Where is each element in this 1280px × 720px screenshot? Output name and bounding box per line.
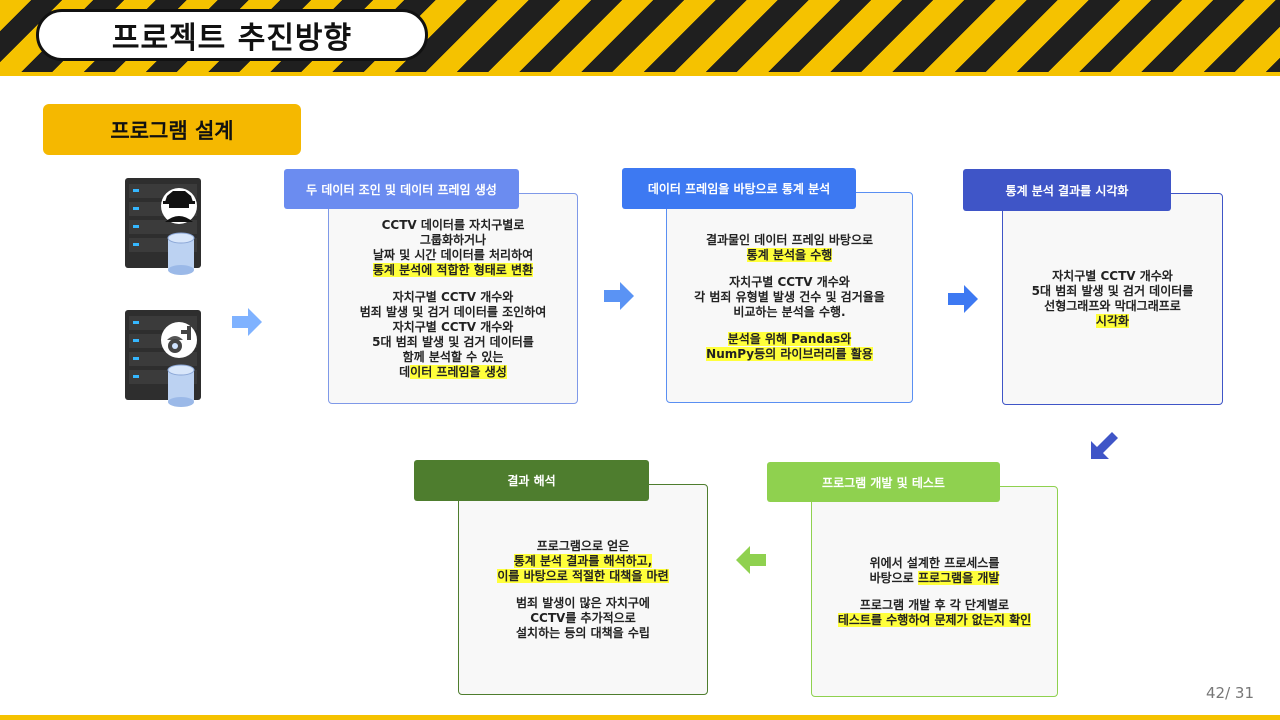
text-fragment: 데 <box>399 364 411 379</box>
join-paragraph-1: CCTV 데이터를 자치구별로 그룹화하거나 날짜 및 시간 데이터를 처리하여… <box>372 217 534 278</box>
arrow-left-icon <box>736 546 766 574</box>
highlighted-text: 이터 프레임을 생성 <box>410 364 507 379</box>
step-card-interpretation: 프로그램으로 얻은 통계 분석 결과를 해석하고, 이를 바탕으로 적절한 대책… <box>458 484 708 695</box>
stats-paragraph-3: 분석을 위해 Pandas와 NumPy등의 라이브러리를 활용 <box>706 332 873 362</box>
join-paragraph-2: 자치구별 CCTV 개수와 범죄 발생 및 검거 데이터를 조인하여 자치구별 … <box>359 289 547 380</box>
highlighted-text: 시각화 <box>1095 314 1130 328</box>
text-line: 각 범죄 유형별 발생 건수 및 검거율을 <box>694 290 885 304</box>
text-line: 프로그램으로 얻은 <box>536 538 630 553</box>
viz-paragraph-1: 자치구별 CCTV 개수와 5대 범죄 발생 및 검거 데이터를 선형그래프와 … <box>1031 269 1194 329</box>
section-label: 프로그램 설계 <box>43 104 301 155</box>
stats-paragraph-1: 결과물인 데이터 프레임 바탕으로 통계 분석을 수행 <box>706 233 873 263</box>
highlighted-text: 통계 분석 결과를 해석하고, <box>513 553 653 568</box>
text-line: 설치하는 등의 대책을 수립 <box>516 625 650 640</box>
text-line: 선형그래프와 막대그래프로 <box>1044 299 1181 313</box>
interp-paragraph-1: 프로그램으로 얻은 통계 분석 결과를 해석하고, 이를 바탕으로 적절한 대책… <box>497 538 669 584</box>
step-tab-interpretation: 결과 해석 <box>414 460 649 501</box>
stats-paragraph-2: 자치구별 CCTV 개수와 각 범죄 유형별 발생 건수 및 검거율을 비교하는… <box>694 275 885 320</box>
highlighted-text: NumPy등의 라이브러리를 활용 <box>706 347 873 361</box>
step-tab-viz: 통계 분석 결과를 시각화 <box>963 169 1171 211</box>
text-line: CCTV 데이터를 자치구별로 <box>381 217 525 232</box>
dev-paragraph-2: 프로그램 개발 후 각 단계별로 테스트를 수행하여 문제가 없는지 확인 <box>837 597 1032 628</box>
bottom-bar <box>0 715 1280 720</box>
arrow-right-icon <box>948 285 978 313</box>
text-line: 자치구별 CCTV 개수와 <box>392 319 514 334</box>
arrow-down-left-icon <box>1091 432 1118 459</box>
arrow-right-icon <box>232 308 262 336</box>
server-cctv-icon <box>125 310 201 407</box>
step-card-join: CCTV 데이터를 자치구별로 그룹화하거나 날짜 및 시간 데이터를 처리하여… <box>328 193 578 404</box>
text-line: 프로그램 개발 후 각 단계별로 <box>859 597 1010 612</box>
step-tab-dev-test: 프로그램 개발 및 테스트 <box>767 462 1000 502</box>
highlighted-text: 테스트를 수행하여 문제가 없는지 확인 <box>837 612 1032 627</box>
text-line: 그룹화하거나 <box>419 232 487 247</box>
step-tab-stats: 데이터 프레임을 바탕으로 통계 분석 <box>622 168 856 209</box>
dev-paragraph-1: 위에서 설계한 프로세스를 바탕으로 프로그램을 개발 <box>870 556 1000 586</box>
text-line: 결과물인 데이터 프레임 바탕으로 <box>705 233 874 247</box>
page-number: 42/ 31 <box>1206 684 1254 702</box>
text-line: 5대 범죄 발생 및 검거 데이터를 <box>1031 284 1194 298</box>
highlighted-text: 이를 바탕으로 적절한 대책을 마련 <box>497 568 669 583</box>
text-line: 날짜 및 시간 데이터를 처리하여 <box>372 247 534 262</box>
text-line: 자치구별 CCTV 개수와 <box>392 289 514 304</box>
step-card-dev-test: 위에서 설계한 프로세스를 바탕으로 프로그램을 개발 프로그램 개발 후 각 … <box>811 486 1058 697</box>
text-line: 위에서 설계한 프로세스를 <box>869 555 1000 570</box>
text-line: CCTV를 추가적으로 <box>530 610 636 625</box>
interp-paragraph-2: 범죄 발생이 많은 자치구에 CCTV를 추가적으로 설치하는 등의 대책을 수… <box>516 596 650 641</box>
highlighted-text: 분석을 위해 Pandas와 <box>727 332 852 346</box>
text-line: 자치구별 CCTV 개수와 <box>729 275 850 289</box>
text-fragment: 바탕으로 <box>869 570 918 585</box>
highlighted-text: 통계 분석을 수행 <box>746 248 833 262</box>
text-line: 자치구별 CCTV 개수와 <box>1052 269 1173 283</box>
text-line: 비교하는 분석을 수행. <box>733 305 846 319</box>
server-hacker-icon <box>125 178 201 275</box>
arrow-right-icon <box>604 282 634 310</box>
text-line: 범죄 발생 및 검거 데이터를 조인하여 <box>359 304 547 319</box>
step-tab-join: 두 데이터 조인 및 데이터 프레임 생성 <box>284 169 519 209</box>
highlighted-text: 통계 분석에 적합한 형태로 변환 <box>372 262 534 277</box>
step-card-viz: 자치구별 CCTV 개수와 5대 범죄 발생 및 검거 데이터를 선형그래프와 … <box>1002 193 1223 405</box>
page-title: 프로젝트 추진방향 <box>36 9 428 61</box>
text-line: 함께 분석할 수 있는 <box>402 349 504 364</box>
step-card-stats: 결과물인 데이터 프레임 바탕으로 통계 분석을 수행 자치구별 CCTV 개수… <box>666 192 913 403</box>
highlighted-text: 프로그램을 개발 <box>917 570 1000 585</box>
text-line: 범죄 발생이 많은 자치구에 <box>516 595 650 610</box>
text-line: 5대 범죄 발생 및 검거 데이터를 <box>372 334 534 349</box>
